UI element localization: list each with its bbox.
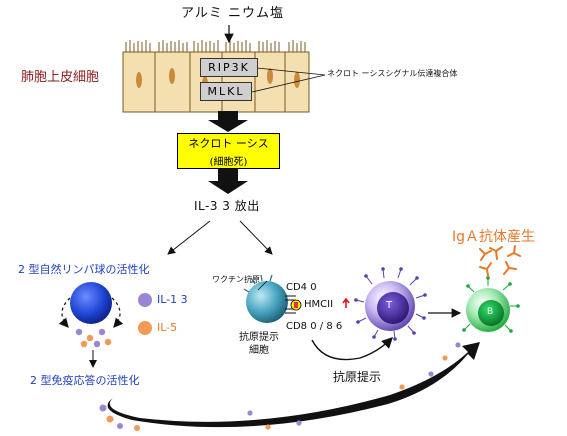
apc-to-t-arrow: [311, 337, 393, 361]
ilc2-dashed-right: [111, 297, 124, 328]
apc-cell-graphic: [243, 274, 302, 323]
t-cell-graphic: [354, 267, 427, 341]
apc-label-line2: 細胞: [249, 345, 269, 356]
ilc2-activation-label: 2 型自然リンパ球の活性化: [18, 263, 150, 276]
ilc2-cell: [70, 282, 112, 324]
necroptosis-title: ネクロト ーシス: [188, 136, 269, 150]
mlkl-label: MLKL: [207, 85, 245, 98]
complex-leader-lines: [251, 67, 326, 93]
necroptosis-box: ネクロト ーシス (細胞死): [177, 133, 280, 169]
vaccine-leader: [257, 280, 268, 291]
ripk3-box: RIP3K: [200, 58, 258, 77]
iga-production-label: IgＡ抗体産生: [452, 229, 536, 245]
feedback-swoosh-arrow: [107, 342, 480, 428]
epithelial-cells-label: 肺胞上皮細胞: [21, 70, 100, 85]
t-cell-label: T: [386, 300, 393, 311]
aluminum-salt-label: アルミ ニウム塩: [181, 6, 285, 21]
hmcii-label: HMCII: [304, 299, 334, 310]
big-arrow-2: [208, 168, 248, 194]
apc-label-line1: 抗原提示: [239, 332, 279, 343]
signal-complex-label: ネクロト ーシスシグナル伝達複合体: [327, 69, 458, 78]
iga-antibodies: [479, 245, 521, 277]
ripk3-label: RIP3K: [208, 61, 250, 74]
mlkl-box: MLKL: [200, 82, 252, 101]
il5-label: IL-5: [157, 321, 178, 334]
antigen-presentation-label: 抗原提示: [333, 370, 382, 384]
il5-dot: [138, 321, 152, 335]
cd40-label: CD4 0: [286, 282, 317, 293]
big-arrow-1: [208, 111, 248, 132]
il33-release-label: IL-3 3 放出: [194, 199, 260, 213]
il13-dot: [138, 293, 152, 307]
branch-arrow-left: [167, 220, 211, 255]
swoosh-dots: [99, 342, 461, 431]
ilc2-dashed-left: [58, 297, 71, 328]
branch-arrow-right: [239, 220, 273, 255]
cd80-86-label: CD8 0 / 8 6: [286, 321, 343, 332]
hmcii-up-arrow: [342, 297, 350, 308]
vaccine-antigen-label: ワクチン抗原: [212, 275, 260, 284]
necroptosis-subtitle: (細胞死): [209, 156, 248, 168]
b-cell-label: B: [487, 307, 494, 317]
b-cell-graphic: [462, 276, 520, 333]
type2-activation-label: 2 型免疫応答の活性化: [30, 374, 140, 387]
il13-label: IL-1 3: [157, 293, 188, 306]
ilc2-secreted-dots: [75, 328, 112, 348]
